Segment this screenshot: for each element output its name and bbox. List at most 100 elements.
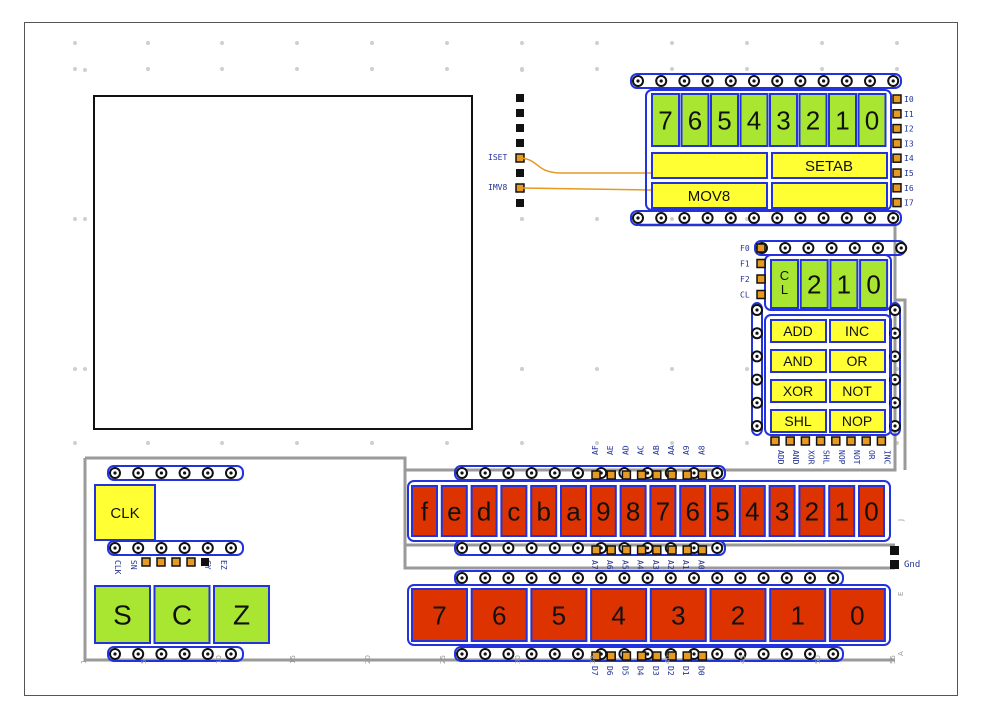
grid-dot [73,41,77,45]
instr-digit-7-label: 7 [658,105,672,135]
addr-pin-bottom-hole [715,546,719,550]
alu-pin-ADD [770,436,780,446]
data-pin-label: D7 [590,666,599,676]
addr-pin-label: A7 [590,560,599,570]
data-body [407,584,891,646]
alu-pin-right-hole [893,424,897,428]
addr-pin-AE [606,470,616,480]
addr-digit-b [530,485,558,537]
data-pin-D4 [636,651,647,661]
func-digit-2 [829,259,859,309]
status-pin-label: CLK [113,560,122,575]
alu-pin-left-hole [755,424,759,428]
f-pin-label: F0 [740,244,750,253]
addr-pin-top-hole [646,471,650,475]
ruler-row-letter: J [897,519,905,522]
instr-pin-top-hole [682,79,687,83]
addr-digit-c-label: c [507,496,520,526]
alu-header-left [751,302,763,436]
flag-digit-C-label: C [172,600,192,631]
addr-digit-1 [828,485,856,537]
f-pin-F2 [756,274,766,284]
display-area [93,95,473,430]
func-pin-top-hole [876,246,880,250]
status-pin-mid-hole [136,546,140,550]
data-pin-top-hole [715,576,719,580]
f-pin-F0 [756,243,766,253]
ruler-number: 15 [289,655,297,664]
gnd-pin-1 [890,546,899,555]
instr-pin-bottom-hole [775,216,779,220]
addr-pin-bottom-hole [530,546,534,550]
alu-button-and[interactable] [770,349,827,373]
alu-button-inc[interactable] [829,319,886,343]
instr-pin-top-hole [798,79,803,83]
addr-pin-label: AE [606,445,615,455]
addr-pin-label: AF [591,445,600,455]
addr-pin-A0 [697,545,708,555]
func-digit-0-label: L [781,282,788,297]
data-digit-3 [649,588,707,642]
data-pin-label: D4 [636,666,645,676]
addr-pin-AB [652,470,662,480]
addr-digit-e [440,485,468,537]
data-digit-7 [411,588,468,642]
clk-button[interactable] [94,484,156,541]
addr-pin-top-hole [553,471,557,475]
i-pin-label: I7 [904,199,914,208]
alu-button-not[interactable] [829,379,886,403]
addr-digit-9 [589,485,617,537]
addr-pin-bottom-hole [576,546,580,550]
addr-pin-top-hole [715,471,719,475]
addr-pin-label: AB [652,445,661,455]
addr-digit-c [500,485,528,537]
alu-button-shl[interactable] [770,409,827,433]
alu-button-add[interactable] [770,319,827,343]
grid-dot [370,41,374,45]
data-pin-bottom-hole [506,652,510,656]
ruler-number: 1 [80,660,88,664]
grid-dot [595,67,599,71]
addr-pin-label: A1 [681,560,690,570]
status-pin-bottom-hole [136,652,140,656]
alu-button-or[interactable] [829,349,886,373]
alu-pin-INC [876,436,887,446]
instr-digit-6 [680,93,710,147]
i-pin-label: I4 [904,154,914,163]
instr-button-2[interactable] [651,182,768,209]
instr-button-0[interactable] [651,152,768,179]
grid-dot [146,441,150,445]
addr-pin-bottom-hole [506,546,510,550]
instr-pin-top-hole [775,79,779,83]
status-pin-bottom-hole [159,652,163,656]
addr-digit-3 [768,485,796,537]
addr-pin-label: A4 [636,560,645,570]
data-pin-top-hole [785,576,789,580]
data-pin-label: D5 [620,666,629,676]
data-pin-top-hole [692,576,696,580]
data-digit-6 [470,588,528,642]
alu-button-xor[interactable] [770,379,827,403]
addr-pin-A7 [591,545,601,555]
status-pin-bottom-hole [113,652,117,656]
clk-button-label: CLK [110,505,139,522]
status-pin-top-hole [183,471,187,475]
addr-digit-8-label: 8 [626,496,640,526]
status-pin-label: SN [129,560,138,570]
alu-button-label: INC [845,323,869,339]
f-pin-label: F2 [740,275,750,284]
alu-button-nop[interactable] [829,409,886,433]
func-digit-0 [770,259,799,309]
instr-button-1[interactable] [771,152,888,179]
data-pin-top-hole [599,576,603,580]
header-pin [516,109,524,117]
addr-digit-7-label: 7 [656,496,670,526]
i-pin-I2 [892,123,902,134]
grid-dot [295,441,299,445]
data-pin-top-hole [553,576,557,580]
addr-digit-a [560,485,587,537]
data-pin-bottom-hole [692,652,696,656]
instr-button-3[interactable] [771,182,888,209]
ruler-row-letter: A [897,651,905,656]
